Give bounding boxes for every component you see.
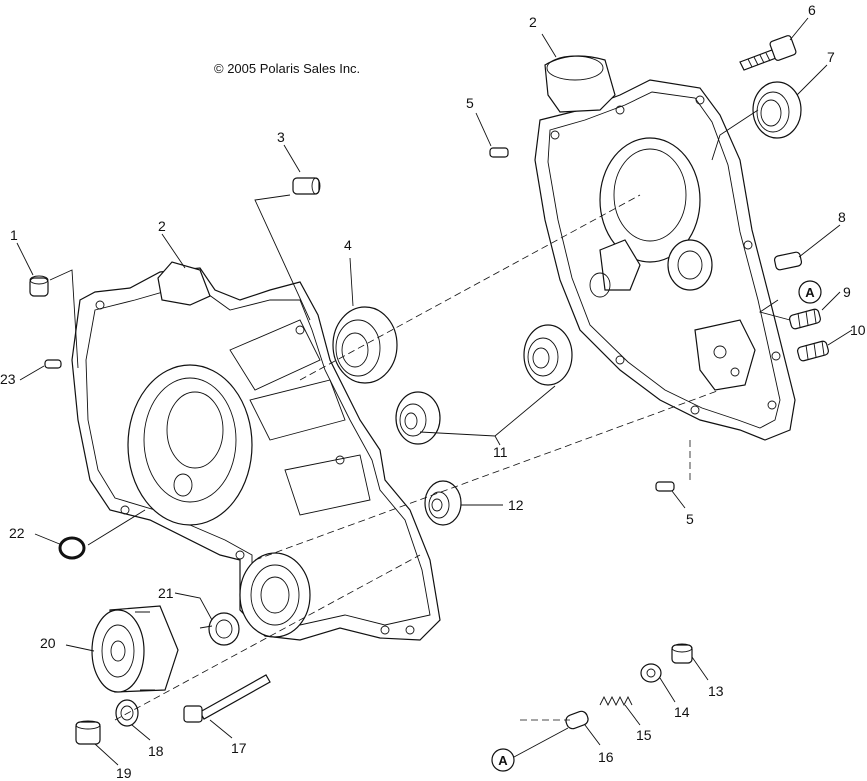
copyright-text: © 2005 Polaris Sales Inc. xyxy=(214,61,360,76)
callout-9: 9 xyxy=(843,284,851,300)
part-17-bolt xyxy=(183,674,271,723)
part-11-bearing-second xyxy=(395,391,441,445)
callout-22: 22 xyxy=(9,525,25,541)
callout-21: 21 xyxy=(158,585,174,601)
callout-11: 11 xyxy=(493,444,508,460)
callout-6: 6 xyxy=(808,2,816,18)
part-18-washer xyxy=(115,699,139,727)
part-4-bearing xyxy=(332,306,398,384)
callout-4: 4 xyxy=(344,237,352,253)
callout-17: 17 xyxy=(231,740,247,756)
part-14-washer xyxy=(640,663,662,683)
part-9-fitting xyxy=(788,308,822,330)
callout-5-top: 5 xyxy=(466,95,474,111)
part-15-spring xyxy=(599,695,633,707)
callout-13: 13 xyxy=(708,683,724,699)
part-13-bolt xyxy=(671,643,693,664)
part-20-pulley xyxy=(91,605,179,693)
callout-1: 1 xyxy=(10,227,18,243)
part-8-fitting xyxy=(773,251,803,271)
callout-23: 23 xyxy=(0,371,16,387)
part-5-pin-top xyxy=(489,147,509,158)
part-11-bearing xyxy=(523,324,573,386)
part-23-pin xyxy=(44,359,62,369)
part-22-o-ring xyxy=(58,536,86,560)
assembly-centerlines xyxy=(114,194,721,721)
reference-mark-a-top: A xyxy=(798,280,822,304)
callout-20: 20 xyxy=(40,635,56,651)
left-crankcase-half xyxy=(71,261,441,641)
part-6-bolt xyxy=(739,35,797,71)
callout-10: 10 xyxy=(850,322,866,338)
leader-lines xyxy=(16,17,853,766)
part-19-drain-plug xyxy=(75,720,101,745)
part-1-cap xyxy=(29,275,49,297)
callout-3: 3 xyxy=(277,129,285,145)
right-crankcase-half xyxy=(534,55,796,441)
callout-19: 19 xyxy=(116,765,132,781)
part-5-pin-bottom xyxy=(655,481,675,492)
part-21-seal xyxy=(208,612,240,646)
part-3-dowel xyxy=(292,177,321,195)
reference-mark-a-bottom-label: A xyxy=(498,753,508,768)
callout-14: 14 xyxy=(674,704,690,720)
callout-5-bottom: 5 xyxy=(686,511,694,527)
callout-18: 18 xyxy=(148,743,164,759)
callout-8: 8 xyxy=(838,209,846,225)
part-12-bearing xyxy=(424,480,462,526)
callout-15: 15 xyxy=(636,727,652,743)
part-10-fitting xyxy=(796,340,830,362)
callout-7: 7 xyxy=(827,49,835,65)
callout-16: 16 xyxy=(598,749,614,765)
callout-2-right: 2 xyxy=(529,14,537,30)
reference-mark-a-bottom: A xyxy=(491,727,569,772)
part-7-seal xyxy=(752,81,802,139)
part-16-plunger xyxy=(565,710,589,730)
reference-mark-a-top-label: A xyxy=(805,285,815,300)
callout-12: 12 xyxy=(508,497,524,513)
callout-2-left: 2 xyxy=(158,218,166,234)
